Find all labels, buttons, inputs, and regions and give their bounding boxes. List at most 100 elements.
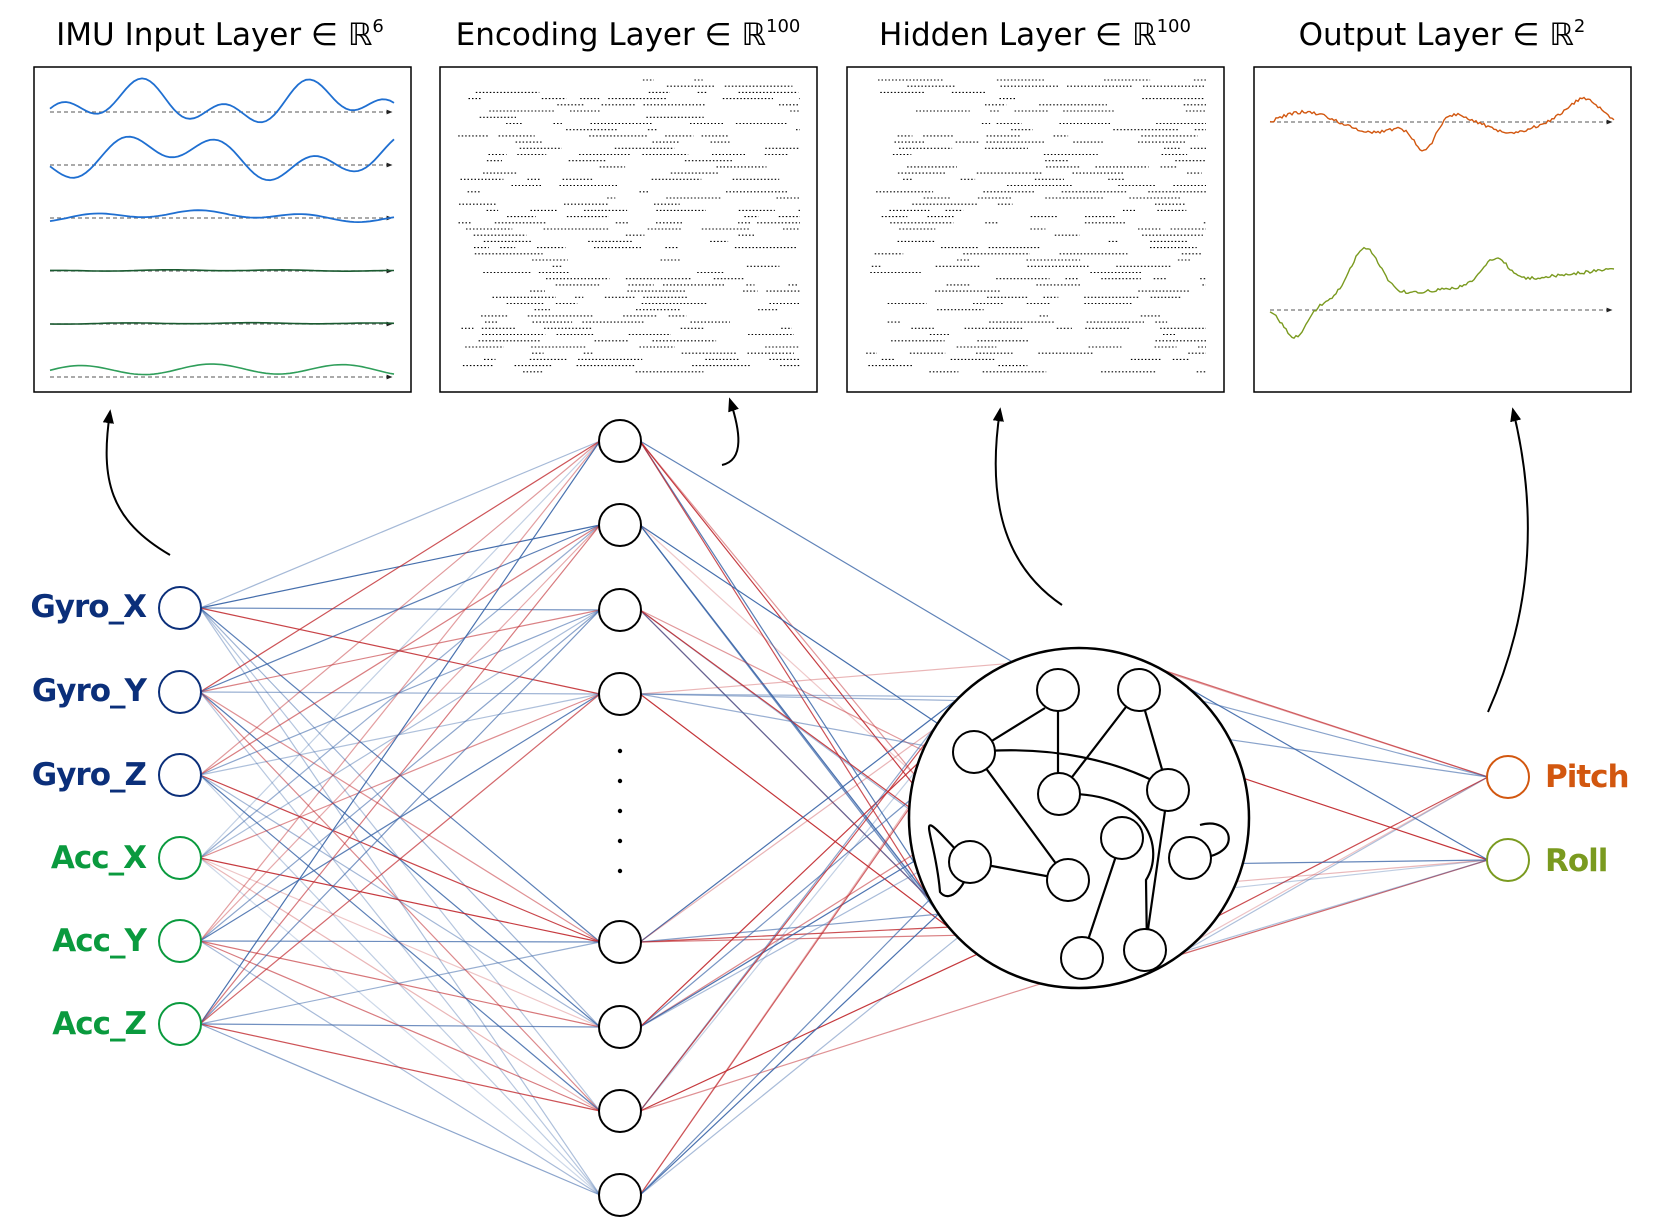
weight-connection bbox=[639, 739, 929, 1112]
output-signal-panel bbox=[1253, 66, 1632, 393]
weight-connection bbox=[1231, 859, 1489, 889]
output-trace bbox=[1269, 96, 1615, 152]
weight-connection bbox=[639, 440, 934, 906]
weight-connection bbox=[639, 728, 935, 943]
reservoir-node bbox=[952, 730, 996, 774]
weight-connection bbox=[199, 941, 601, 1025]
weight-connection bbox=[639, 860, 915, 1028]
input-neuron bbox=[158, 586, 202, 630]
ellipsis-dot bbox=[617, 748, 623, 754]
reservoir-node bbox=[1168, 836, 1212, 880]
weight-connection bbox=[639, 934, 956, 943]
imu-signal-traces bbox=[49, 77, 395, 380]
ellipsis bbox=[617, 748, 623, 874]
weight-connection bbox=[1176, 680, 1489, 861]
weight-connection bbox=[199, 524, 601, 859]
input-neurons bbox=[158, 586, 202, 1046]
weight-connection bbox=[199, 440, 601, 776]
reservoir-node bbox=[1060, 936, 1104, 980]
input-neuron bbox=[158, 753, 202, 797]
input-label-acc-x: Acc_X bbox=[51, 840, 147, 876]
weight-connection bbox=[639, 770, 917, 1112]
output-neuron bbox=[1486, 838, 1530, 882]
reservoir-node bbox=[1037, 772, 1081, 816]
imu-trace bbox=[49, 209, 395, 224]
weight-connection bbox=[639, 693, 961, 698]
reservoir-node bbox=[1036, 668, 1080, 712]
imu-trace bbox=[49, 77, 395, 124]
reservoir-node bbox=[1146, 768, 1190, 812]
weight-connection bbox=[639, 913, 940, 1196]
weight-connection bbox=[639, 799, 911, 1028]
weight-connection bbox=[639, 698, 959, 943]
imu-trace bbox=[50, 268, 394, 272]
output-label-roll: Roll bbox=[1545, 843, 1607, 879]
weight-connection bbox=[639, 926, 949, 943]
weight-connection bbox=[639, 440, 1013, 663]
weight-connection bbox=[199, 609, 601, 859]
hidden-to-panel-arrow bbox=[992, 407, 1063, 606]
weight-connection bbox=[1227, 738, 1489, 778]
input-layer-title: IMU Input Layer ∈ ℝ6 bbox=[56, 16, 384, 53]
weight-connection bbox=[639, 524, 916, 775]
encoding-raster-panel bbox=[439, 66, 818, 393]
weight-connection bbox=[639, 983, 1042, 1112]
weight-connection bbox=[1173, 859, 1489, 958]
encoding-to-panel-arrow bbox=[721, 397, 740, 466]
output-label-pitch: Pitch bbox=[1545, 759, 1629, 795]
weight-connection bbox=[639, 871, 919, 1028]
encoding-neuron bbox=[598, 920, 642, 964]
weight-connection bbox=[199, 440, 601, 942]
weight-connection bbox=[639, 524, 932, 903]
output-signal-traces bbox=[1269, 96, 1615, 340]
weight-connection bbox=[199, 857, 601, 943]
ellipsis-dot bbox=[617, 868, 623, 874]
weight-connection bbox=[199, 1023, 601, 1196]
output-layer-title: Output Layer ∈ ℝ2 bbox=[1299, 16, 1586, 53]
input-label-acc-z: Acc_Z bbox=[52, 1006, 146, 1042]
encoding-neuron bbox=[598, 419, 642, 463]
weight-connection bbox=[1111, 652, 1489, 778]
imu-trace bbox=[49, 363, 395, 376]
weight-connection bbox=[199, 693, 601, 1025]
weight-connection bbox=[199, 609, 601, 693]
weight-connection bbox=[199, 609, 601, 776]
weight-connection bbox=[639, 609, 924, 752]
weight-connection bbox=[639, 440, 914, 784]
weight-connection bbox=[1240, 859, 1489, 865]
weight-connection bbox=[199, 1023, 601, 1028]
reservoir-node bbox=[1123, 928, 1167, 972]
weight-connection bbox=[1167, 776, 1489, 962]
encoding-neuron bbox=[598, 1089, 642, 1133]
imu-trace bbox=[49, 321, 395, 325]
weight-connection bbox=[639, 693, 926, 747]
weight-connection bbox=[199, 524, 601, 1025]
weight-connection bbox=[199, 693, 601, 776]
weight-connection bbox=[1234, 859, 1489, 883]
weight-connection bbox=[639, 953, 978, 1112]
imu-trace bbox=[49, 135, 395, 182]
weight-connection bbox=[199, 774, 601, 1028]
weight-connection bbox=[639, 524, 938, 725]
weight-connection bbox=[639, 440, 916, 776]
encoding-neurons bbox=[598, 419, 642, 1217]
weight-connection bbox=[199, 774, 601, 1196]
input-neuron bbox=[158, 1002, 202, 1046]
weight-connection bbox=[639, 854, 914, 1028]
weight-connection bbox=[199, 857, 601, 1028]
reservoir-node bbox=[1100, 816, 1144, 860]
weight-connection bbox=[199, 1023, 601, 1112]
encoding-layer-title: Encoding Layer ∈ ℝ100 bbox=[456, 16, 801, 53]
weight-connection bbox=[199, 524, 601, 693]
input-signal-panel bbox=[33, 66, 412, 393]
reservoir-boundary bbox=[907, 646, 1251, 990]
weight-connection bbox=[639, 805, 910, 1196]
weight-connection bbox=[639, 913, 939, 943]
weight-connection bbox=[639, 662, 1009, 695]
encoding-neuron bbox=[598, 1173, 642, 1217]
encoding-neuron bbox=[598, 672, 642, 716]
encoding-neuron bbox=[598, 588, 642, 632]
weight-connection bbox=[199, 440, 601, 1025]
weight-connection bbox=[639, 693, 957, 702]
